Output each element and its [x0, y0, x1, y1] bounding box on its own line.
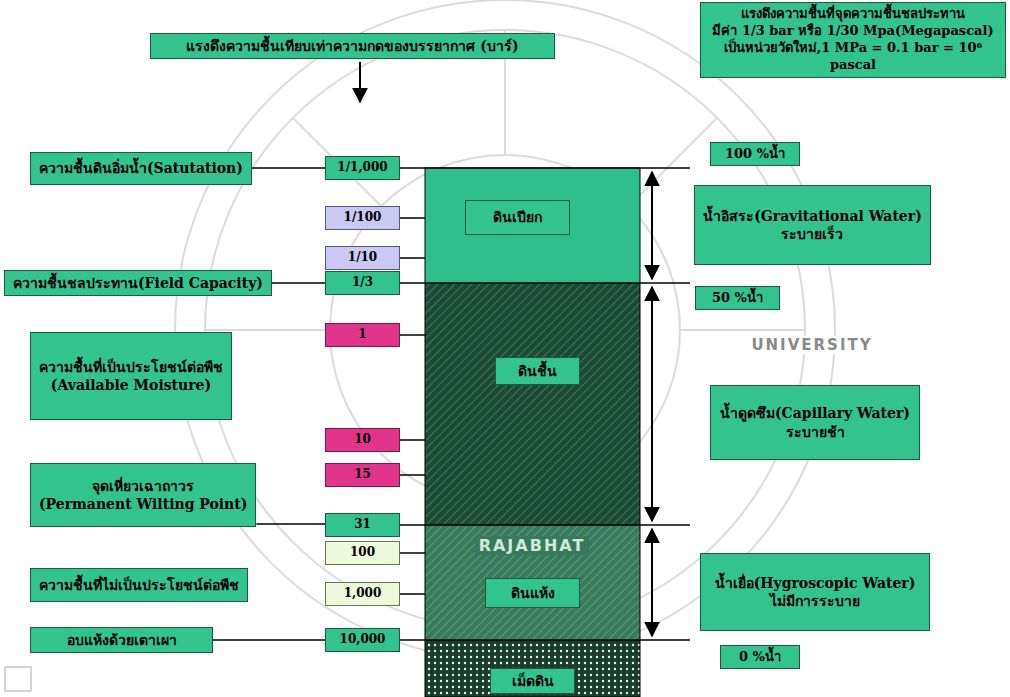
connector-line: [272, 282, 325, 284]
level-label-box: ความชื้นที่ไม่เป็นประโยชน์ต่อพืช: [30, 568, 248, 602]
soil-particle-band: [425, 640, 640, 697]
box-text: 1/3: [352, 275, 373, 291]
drawing-part: [400, 217, 425, 219]
tension-value-box: 15: [325, 463, 400, 487]
box-text: ความชื้นดินอิ่มน้ำ(Satutation): [39, 159, 243, 177]
level-lines: [400, 168, 690, 640]
drawing-part: [400, 639, 690, 641]
percent-box: 100 %น้ำ: [710, 142, 800, 167]
box-text: แรงดึงความชื้นที่จุดความชื้นชลประทาน: [741, 6, 965, 23]
connector-line: [256, 523, 325, 525]
drawing-part: [400, 282, 690, 284]
soil-state-box: ดินเปียก: [465, 200, 570, 235]
tension-value-box: 1/100: [325, 206, 400, 230]
box-text: อบแห้งด้วยเตาเผา: [67, 631, 177, 649]
box-text: 1/10: [348, 250, 377, 266]
soil-state-box: เม็ดดิน: [490, 668, 575, 694]
drawing-part: [400, 439, 425, 441]
heading-box: แรงดึงความชื้นเทียบเท่าความกดของบรรยากาศ…: [150, 33, 555, 59]
box-text: 100: [350, 545, 375, 561]
box-text: เม็ดดิน: [512, 672, 554, 690]
corner-box: [5, 667, 31, 691]
box-text: 1/1,000: [337, 160, 387, 176]
drawing-part: [400, 524, 690, 526]
box-text: 15: [354, 467, 371, 483]
drawing-part: [680, 329, 805, 331]
drawing-part: [651, 287, 653, 521]
box-text: เป็นหน่วยวัดใหม่,1 MPa = 0.1 bar = 10⁶ p…: [709, 40, 997, 74]
box-text: 50 %น้ำ: [712, 290, 763, 307]
box-text: 1,000: [344, 586, 382, 602]
box-text: ดินเปียก: [493, 208, 542, 226]
box-text: 31: [354, 517, 371, 533]
level-label-box: จุดเหี่ยวเฉาถาวร(Permanent Wilting Point…: [30, 463, 256, 527]
moist-soil-band: [425, 283, 640, 525]
drawing-part: [400, 167, 690, 169]
tension-value-box: 100: [325, 541, 400, 565]
level-label-box: ความชื้นชลประทาน(Field Capacity): [4, 270, 272, 296]
drawing-part: [205, 30, 805, 630]
connector-line: [213, 639, 325, 641]
box-text: น้ำดูดซึม(Capillary Water): [720, 404, 910, 422]
drawing-part: [400, 552, 425, 554]
water-type-box: น้ำดูดซึม(Capillary Water)ระบายช้า: [710, 385, 920, 460]
box-text: 10,000: [340, 632, 386, 648]
water-type-box: น้ำเยื่อ(Hygroscopic Water)ไม่มีการระบาย: [700, 553, 930, 631]
tension-value-box: 1/10: [325, 246, 400, 270]
watermark-text: RAJABHAT: [475, 536, 590, 555]
drawing-part: [400, 334, 425, 336]
dry-soil-band: [425, 525, 640, 640]
box-text: ความชื้นที่ไม่เป็นประโยชน์ต่อพืช: [39, 576, 239, 594]
box-text: ดินแห้ง: [511, 584, 555, 602]
box-text: 1: [358, 327, 366, 343]
percent-box: 50 %น้ำ: [695, 286, 780, 311]
range-arrows: [651, 172, 653, 636]
tension-value-box: 1/1,000: [325, 156, 400, 180]
box-text: น้ำเยื่อ(Hygroscopic Water): [715, 574, 916, 592]
box-text: มีค่า 1/3 bar หรือ 1/30 Mpa(Megapascal): [712, 23, 993, 40]
soil-column-outline: [425, 168, 640, 697]
drawing-part: [400, 257, 425, 259]
tension-value-box: 10,000: [325, 628, 400, 652]
wet-soil-band: [425, 168, 640, 283]
box-text: แรงดึงความชื้นเทียบเท่าความกดของบรรยากาศ…: [186, 37, 518, 55]
soil-state-box: ดินชื้น: [495, 357, 580, 385]
pointer-arrow: [359, 62, 361, 102]
box-text: ระบายเร็ว: [781, 225, 843, 243]
box-text: (Permanent Wilting Point): [39, 495, 247, 513]
drawing-part: [400, 593, 425, 595]
percent-box: 0 %น้ำ: [720, 645, 800, 670]
drawing-part: [651, 529, 653, 636]
tension-value-box: 31: [325, 513, 400, 537]
drawing-part: [400, 474, 425, 476]
level-label-box: อบแห้งด้วยเตาเผา: [30, 627, 213, 653]
box-text: 10: [354, 432, 371, 448]
drawing-part: [205, 329, 330, 331]
box-text: (Available Moisture): [51, 376, 211, 394]
tension-value-box: 1: [325, 323, 400, 347]
box-text: จุดเหี่ยวเฉาถาวร: [92, 477, 194, 495]
soil-state-box: ดินแห้ง: [485, 578, 580, 608]
box-text: 100 %น้ำ: [725, 146, 785, 163]
water-type-box: น้ำอิสระ(Gravitational Water)ระบายเร็ว: [694, 185, 931, 265]
box-text: ความชื้นที่เป็นประโยชน์ต่อพืช: [39, 358, 223, 376]
note-box: แรงดึงความชื้นที่จุดความชื้นชลประทานมีค่…: [700, 2, 1006, 78]
level-label-box: ความชื้นดินอิ่มน้ำ(Satutation): [30, 152, 252, 185]
box-text: น้ำอิสระ(Gravitational Water): [703, 207, 922, 225]
box-text: 1/100: [344, 210, 382, 226]
box-text: ไม่มีการระบาย: [770, 592, 860, 610]
watermark-text: UNIVERSITY: [747, 336, 876, 354]
tension-value-box: 1,000: [325, 582, 400, 606]
box-text: 0 %น้ำ: [739, 649, 781, 666]
box-text: ดินชื้น: [518, 362, 557, 380]
drawing-part: [651, 172, 653, 279]
box-text: ความชื้นชลประทาน(Field Capacity): [13, 274, 263, 292]
box-text: ระบายช้า: [786, 423, 845, 441]
tension-value-box: 1/3: [325, 271, 400, 295]
level-label-box: ความชื้นที่เป็นประโยชน์ต่อพืช(Available …: [30, 332, 232, 420]
tension-value-box: 10: [325, 428, 400, 452]
connector-line: [252, 167, 325, 169]
